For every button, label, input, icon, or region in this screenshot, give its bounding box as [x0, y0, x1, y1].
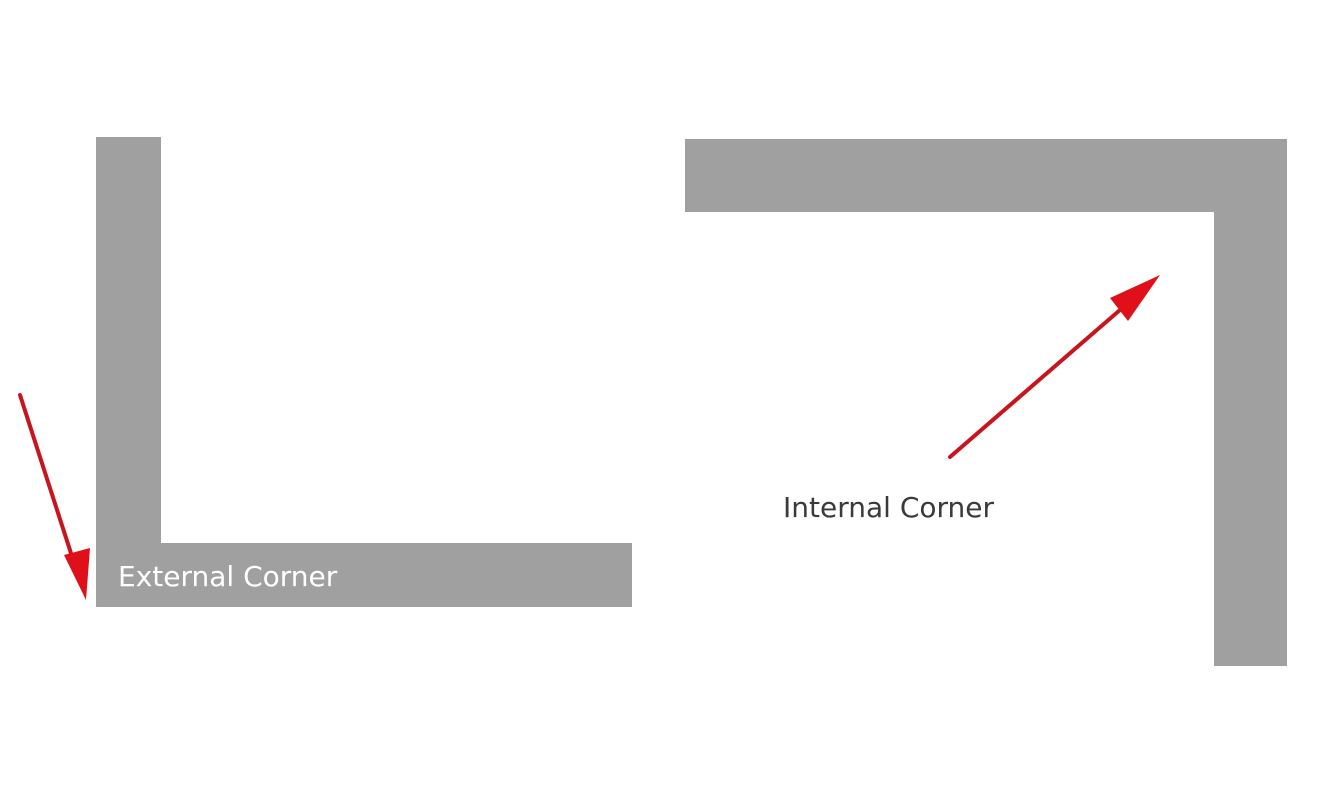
internal-corner-arrow-icon — [948, 275, 1160, 459]
internal-corner-label: Internal Corner — [783, 491, 994, 524]
external-vertical-bar — [96, 137, 161, 607]
external-horizontal-bar — [96, 543, 632, 607]
external-corner-arrow-icon — [18, 393, 90, 600]
internal-vertical-bar — [1214, 139, 1287, 666]
internal-horizontal-bar — [685, 139, 1287, 212]
external-corner-label: External Corner — [118, 560, 338, 593]
